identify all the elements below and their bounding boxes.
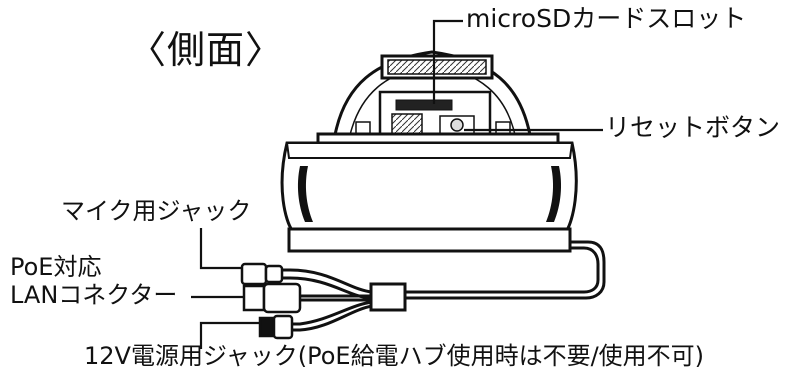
poe-lan-label-line2: LANコネクター	[10, 281, 178, 309]
poe-splitter	[369, 282, 407, 312]
poe-lan-label-line1: PoE対応	[10, 253, 102, 281]
mic-connector	[240, 262, 284, 286]
lan-connector	[242, 282, 302, 314]
mic-jack-label: マイク用ジャック	[61, 197, 252, 225]
dome-cover	[333, 50, 532, 136]
microsd-slot-label: microSDカードスロット	[466, 4, 747, 33]
view-title: 〈側面〉	[128, 28, 285, 72]
camera-housing	[280, 141, 578, 253]
power-leader	[199, 321, 260, 349]
microsd-leader	[432, 19, 463, 104]
reset-button-label: リセットボタン	[605, 113, 781, 142]
mic-leader	[199, 228, 242, 270]
cable-bundle	[270, 240, 606, 332]
callout-leaders	[191, 19, 603, 349]
power-connector	[258, 314, 294, 340]
power-jack-label: 12V電源用ジャック(PoE給電ハブ使用時は不要/使用不可)	[84, 342, 705, 370]
